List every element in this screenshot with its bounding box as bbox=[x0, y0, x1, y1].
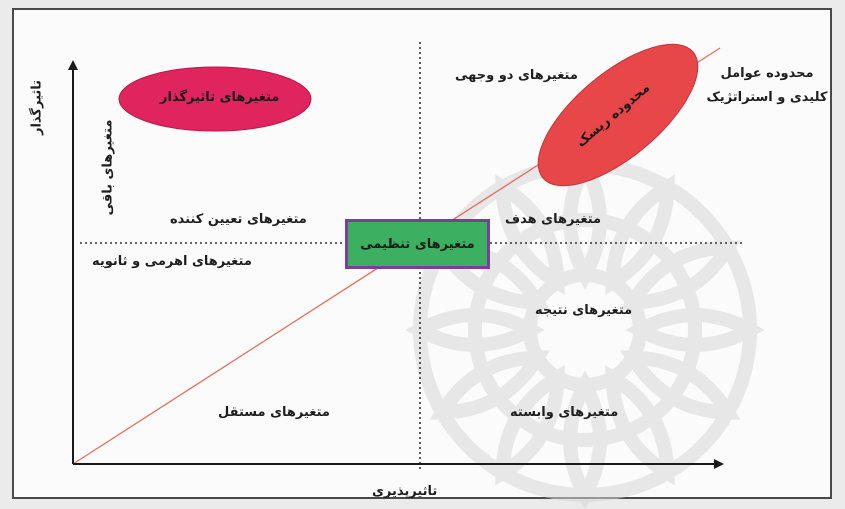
box-regulatory-label: متغیرهای تنظیمی bbox=[360, 236, 475, 252]
independent-label: متغیرهای مستقل bbox=[218, 405, 330, 420]
ellipse-influential-label: متغیرهای تاثیرگذار bbox=[160, 90, 280, 105]
quadrant-top-right-label: متغیرهای دو وجهی bbox=[455, 68, 578, 83]
axis-x-label: تاثیرپذیری bbox=[372, 484, 438, 499]
secondary-label: متغیرهای اهرمی و ثانویه bbox=[92, 254, 252, 269]
target-label: متغیرهای هدف bbox=[505, 212, 602, 227]
ellipse-influential bbox=[118, 66, 312, 132]
watermark-rosette bbox=[405, 150, 765, 509]
result-label: متغیرهای نتیجه bbox=[535, 303, 633, 318]
ellipse-risk bbox=[537, 43, 699, 187]
dependent-label: متغیرهای وابسته bbox=[510, 405, 619, 420]
top-right-corner-label: محدوده عوامل کلیدی و استراتژیک bbox=[706, 66, 828, 105]
axis-y-label: تاثیرگذار bbox=[29, 79, 45, 136]
box-regulatory: متغیرهای تنظیمی bbox=[345, 219, 490, 269]
determining-label: متغیرهای تعیین کننده bbox=[170, 212, 307, 227]
residual-vertical-label: متغیرهای باقی bbox=[100, 119, 116, 216]
